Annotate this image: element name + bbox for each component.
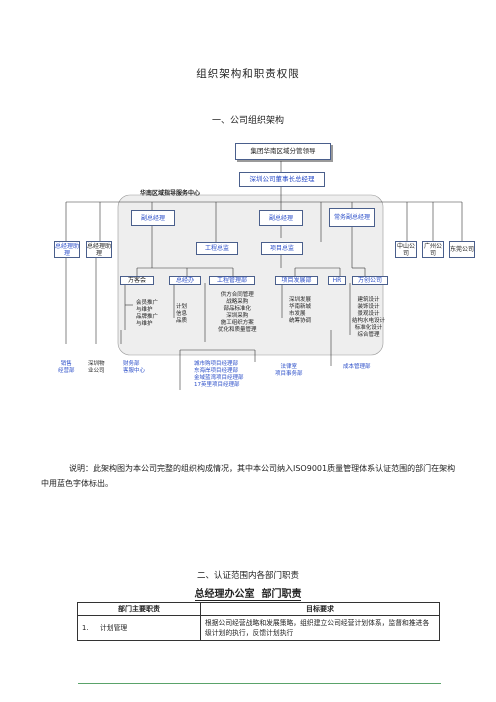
list-gm-office-duties: 计划 信息 品质	[176, 304, 188, 324]
table-header-duty: 部门主要职责	[77, 602, 201, 616]
document-title: 组织架构和职责权限	[196, 68, 300, 80]
node-project-director: 项目总监	[261, 242, 303, 255]
node-gm-office: 总经办	[169, 276, 201, 285]
list-member-promotion: 会员推广 与维护 品牌推广 与维护	[136, 300, 159, 327]
org-chart-lines	[65, 145, 463, 390]
list-development-duties: 深圳发展 华南新城 市发展 统筹协调	[289, 297, 312, 324]
node-vp-1: 副总经理	[131, 210, 175, 226]
node-dongguan-company: 东莞公司	[449, 241, 475, 258]
node-property-company: 深圳物 业公司	[88, 361, 105, 374]
duties-table: 部门主要职责 目标要求 1. 计划管理 根据公司经营战略和发展策略，组织建立公司…	[77, 602, 441, 641]
node-zhongshan-company: 中山公司	[395, 241, 417, 258]
node-project-managers: 城市购项目经理部 东海岸项目经理部 金域蓝湾项目经理部 17英里项目经理部	[194, 361, 244, 388]
footer-rule	[78, 683, 441, 684]
org-chart: 集团华南区域分管领导 深圳公司董事长总经理 华南区域指导服务中心 副总经理 副总…	[54, 143, 475, 390]
section-heading-duties: 二、认证范围内各部门职责	[196, 571, 299, 581]
node-guangzhou-company: 广州公司	[422, 241, 444, 258]
section-heading-org: 一、公司组织架构	[211, 116, 284, 126]
node-cost-management: 成本管理部	[343, 364, 371, 370]
node-vp-2: 副总经理	[259, 210, 303, 226]
list-engineering-duties: 供方合同管理 战略采购 部品标准化 深圳采购 施工组织方案 优化和质量管理	[218, 292, 257, 333]
node-engineering-mgmt: 工程管理部	[209, 276, 255, 285]
table-header-row: 部门主要职责 目标要求	[77, 602, 441, 616]
node-regional-leader: 集团华南区域分管领导	[235, 143, 331, 160]
dept-duties-subtitle: 总经理办公室 部门职责	[0, 585, 496, 601]
node-planning-company: 万创公司	[352, 276, 388, 285]
node-engineering-director: 工程总监	[196, 242, 238, 255]
node-sales-dept: 销售 经营部	[58, 361, 75, 374]
table-header-goal: 目标要求	[199, 602, 441, 616]
table-cell-goal: 根据公司经营战略和发展策略，组织建立公司经营计划体系，监督和推进各级计划的执行，…	[199, 615, 441, 641]
node-legal-office: 法律室 项目事务部	[275, 364, 303, 377]
dept-duties-subtitle-text: 总经理办公室 部门职责	[194, 589, 302, 601]
table-row: 1. 计划管理 根据公司经营战略和发展策略，组织建立公司经营计划体系，监督和推进…	[77, 615, 441, 641]
node-gm-assistant-2: 总经理助理	[86, 241, 112, 258]
node-gm-assistant-1: 总经理助理	[54, 241, 80, 258]
chart-note: 说明：此架构图为本公司完整的组织构成情况，其中本公司纳入ISO9001质量管理体…	[41, 464, 456, 488]
node-project-development: 项目发展部	[275, 276, 318, 285]
list-design-duties: 建筑设计 装饰设计 景观设计 结构水电设计 标准化设计 综合管理	[352, 297, 386, 338]
table-cell-duty: 计划管理	[96, 615, 201, 641]
node-chairman-gm: 深圳公司董事长总经理	[239, 172, 325, 187]
node-wankehui: 万客会	[120, 276, 154, 285]
table-cell-no: 1.	[77, 615, 96, 641]
label-region-center: 华南区域指导服务中心	[140, 190, 201, 197]
node-finance-dept: 财务部 客服中心	[123, 361, 146, 374]
node-hr: HR	[328, 276, 346, 285]
node-executive-vp: 常务副总经理	[329, 208, 375, 227]
